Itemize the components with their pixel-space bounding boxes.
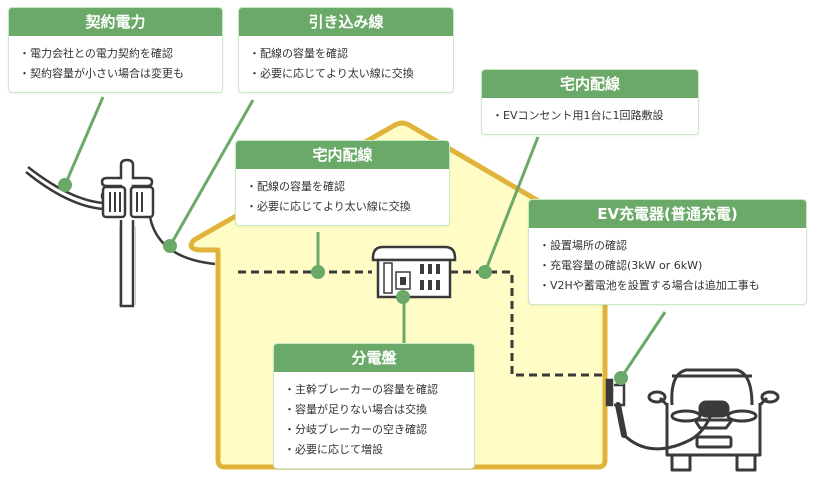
list-item: 必要に応じてより太い線に交換 (249, 64, 443, 84)
list-item: 必要に応じて増設 (284, 440, 464, 460)
card-contract-power: 契約電力 電力会社との電力契約を確認 契約容量が小さい場合は変更も (8, 7, 223, 93)
card-title: 引き込み線 (239, 8, 453, 36)
card-ev-charger: EV充電器(普通充電) 設置場所の確認 充電容量の確認(3kW or 6kW) … (528, 199, 807, 305)
card-indoor-wiring-ev: 宅内配線 EVコンセント用1台に1回路敷設 (481, 69, 699, 135)
ev-charger-plug-icon (605, 378, 714, 451)
connector-dots (58, 178, 628, 385)
list-item: 配線の容量を確認 (249, 44, 443, 64)
list-item: 契約容量が小さい場合は変更も (19, 64, 212, 84)
card-list: 配線の容量を確認 必要に応じてより太い線に交換 (236, 169, 449, 225)
card-distribution-board: 分電盤 主幹ブレーカーの容量を確認 容量が足りない場合は交換 分岐ブレーカーの空… (273, 343, 475, 469)
card-indoor-wiring: 宅内配線 配線の容量を確認 必要に応じてより太い線に交換 (235, 140, 450, 226)
card-service-line: 引き込み線 配線の容量を確認 必要に応じてより太い線に交換 (238, 7, 454, 93)
card-list: 配線の容量を確認 必要に応じてより太い線に交換 (239, 36, 453, 92)
list-item: V2Hや蓄電池を設置する場合は追加工事も (539, 276, 796, 296)
list-item: 主幹ブレーカーの容量を確認 (284, 380, 464, 400)
connector-dot-contract (58, 178, 72, 192)
connector-dot-ev-charger (614, 371, 628, 385)
list-item: 電力会社との電力契約を確認 (19, 44, 212, 64)
electric-car-icon (647, 368, 780, 472)
connector-dot-service-line (163, 239, 177, 253)
card-title: EV充電器(普通充電) (529, 200, 806, 228)
connector-lines (63, 96, 667, 379)
list-item: 必要に応じてより太い線に交換 (246, 197, 439, 217)
list-item: 配線の容量を確認 (246, 177, 439, 197)
card-title: 契約電力 (9, 8, 222, 36)
list-item: 設置場所の確認 (539, 236, 796, 256)
connector-dot-distribution-board (396, 290, 410, 304)
connector-dot-indoor-wiring (311, 265, 325, 279)
card-title: 分電盤 (274, 344, 474, 372)
card-list: 電力会社との電力契約を確認 契約容量が小さい場合は変更も (9, 36, 222, 92)
distribution-board-icon (371, 245, 457, 299)
list-item: 充電容量の確認(3kW or 6kW) (539, 256, 796, 276)
card-list: 設置場所の確認 充電容量の確認(3kW or 6kW) V2Hや蓄電池を設置する… (529, 228, 806, 304)
utility-pole-icon (25, 158, 216, 308)
card-title: 宅内配線 (236, 141, 449, 169)
list-item: 分岐ブレーカーの空き確認 (284, 420, 464, 440)
list-item: 容量が足りない場合は交換 (284, 400, 464, 420)
connector-dot-indoor-wiring-ev (478, 265, 492, 279)
card-list: 主幹ブレーカーの容量を確認 容量が足りない場合は交換 分岐ブレーカーの空き確認 … (274, 372, 474, 468)
card-list: EVコンセント用1台に1回路敷設 (482, 98, 698, 134)
card-title: 宅内配線 (482, 70, 698, 98)
list-item: EVコンセント用1台に1回路敷設 (492, 106, 688, 126)
